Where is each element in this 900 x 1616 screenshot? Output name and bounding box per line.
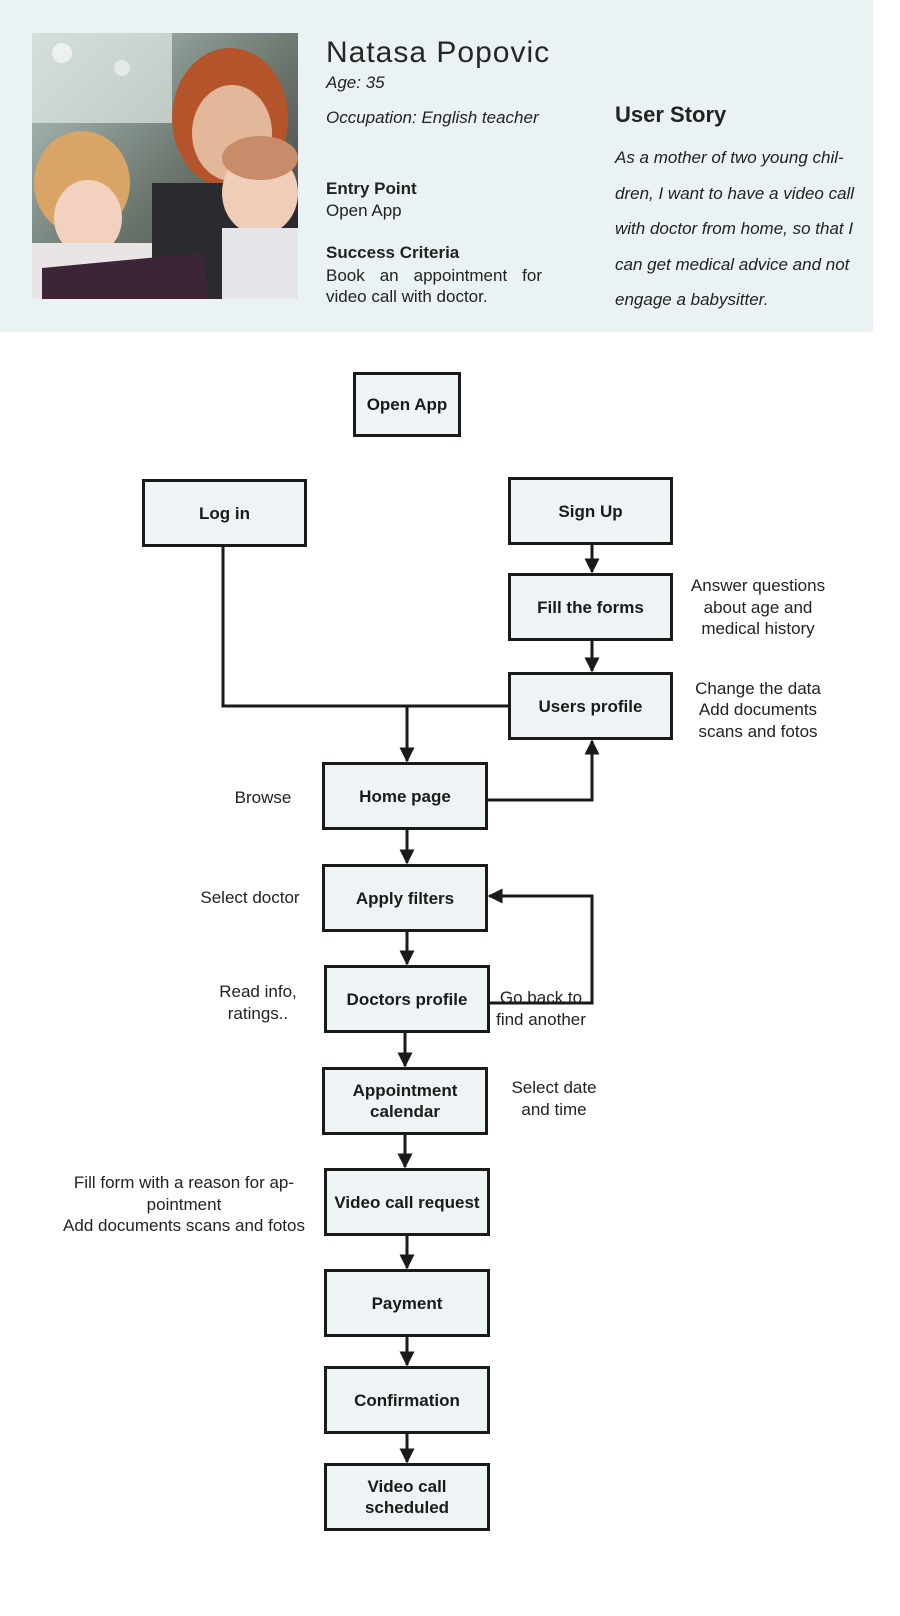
- note-change-data: Change the data: [695, 679, 821, 698]
- node-doctors-profile: Doctors profile: [324, 965, 490, 1033]
- node-log-in: Log in: [142, 479, 307, 547]
- note-select-date: Select date and time: [511, 1078, 597, 1119]
- node-payment: Payment: [324, 1269, 490, 1337]
- persona-card: Natasa Popovic Age: 35 Occupation: Engli…: [0, 0, 873, 332]
- entry-point-title: Entry Point: [326, 179, 417, 198]
- node-apply-filters: Apply filters: [322, 864, 488, 932]
- edge-home-profile: [487, 739, 600, 802]
- persona-name: Natasa Popovic: [326, 36, 551, 69]
- node-video-call-request: Video call request: [324, 1168, 490, 1236]
- user-story-title: User Story: [615, 102, 727, 127]
- node-fill-forms: Fill the forms: [508, 573, 673, 641]
- note-browse: Browse: [234, 788, 292, 807]
- persona-occupation: Occupation: English teacher: [326, 108, 539, 127]
- success-criteria-value: Book an appointment for video call with …: [326, 266, 542, 306]
- user-story-text: As a mother of two young chil-dren, I wa…: [615, 148, 855, 309]
- node-video-call-scheduled: Video call scheduled: [324, 1463, 490, 1531]
- node-open-app: Open App: [353, 372, 461, 437]
- note-fill-forms: Answer questions about age and medical h…: [690, 576, 826, 638]
- note-add-documents-request: Add documents scans and fotos: [63, 1216, 305, 1235]
- note-reason: Fill form with a reason for ap-pointment: [73, 1173, 295, 1214]
- node-appointment-calendar: Appointment calendar: [322, 1067, 488, 1135]
- note-read-info: Read info, ratings..: [219, 982, 297, 1023]
- note-add-documents-profile: Add documents scans and fotos: [698, 700, 818, 741]
- note-select-doctor: Select doctor: [200, 888, 300, 907]
- entry-point-value: Open App: [326, 201, 402, 220]
- persona-photo: [32, 33, 298, 299]
- node-sign-up: Sign Up: [508, 477, 673, 545]
- edge-login-home: [221, 546, 508, 708]
- success-criteria-title: Success Criteria: [326, 243, 460, 262]
- node-confirmation: Confirmation: [324, 1366, 490, 1434]
- edge-doctors-filters: [487, 888, 594, 1005]
- persona-age: Age: 35: [326, 73, 385, 92]
- node-home-page: Home page: [322, 762, 488, 830]
- node-users-profile: Users profile: [508, 672, 673, 740]
- note-go-back: Go back to find another: [496, 988, 586, 1029]
